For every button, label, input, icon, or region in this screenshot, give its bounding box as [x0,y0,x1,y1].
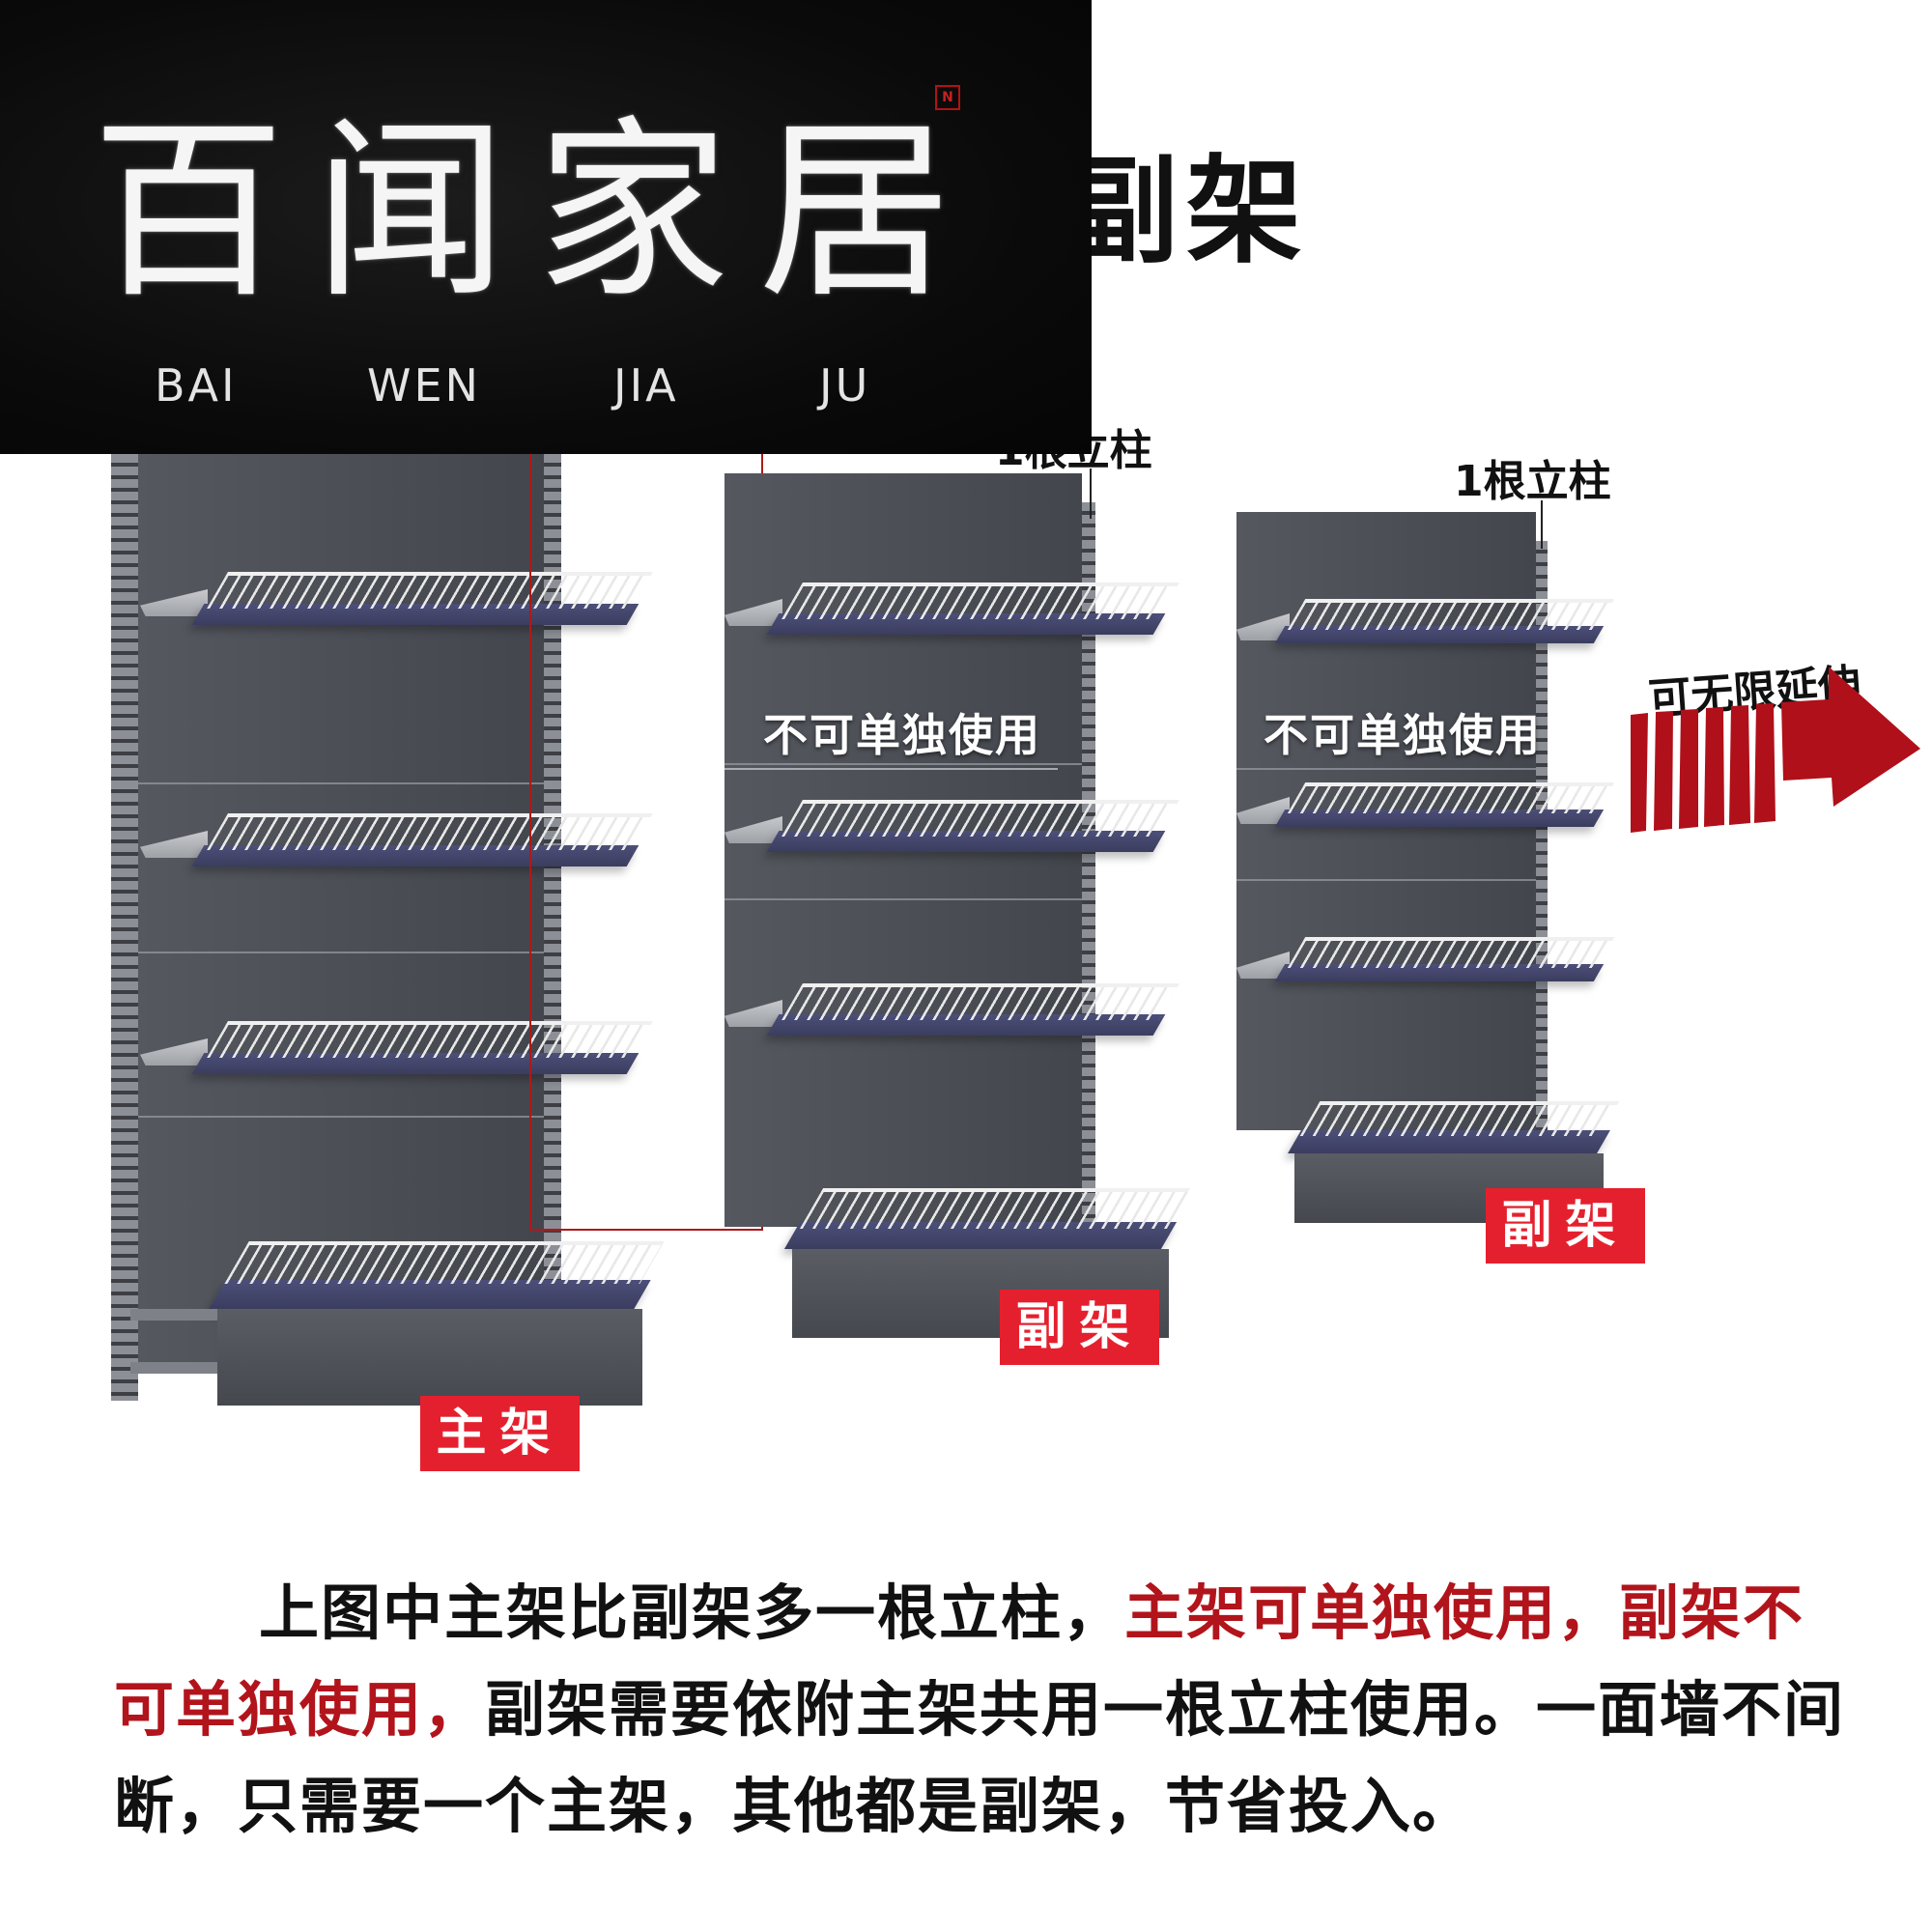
base-shelf [209,1280,651,1309]
extend-arrow-icon [1631,667,1920,833]
right-post [1536,541,1548,1169]
logo-pinyin-bai: BAI [155,359,238,412]
sub-shelf-unit-middle [724,473,1304,1401]
logo-pinyin-jia: JIA [613,359,679,412]
column-note-right: 1根立柱 [1454,457,1611,506]
main-shelf-unit [111,406,691,1497]
not-standalone-label-middle: 不可单独使用 [763,709,1041,761]
logo-chinese: 百闻家居 [92,99,981,325]
page-title: 副架 [1063,145,1310,279]
right-post [544,454,561,1372]
brand-logo: 百闻家居 BAI WEN JIA JU N [0,0,1092,454]
sub-shelf-unit-right [1236,512,1681,1285]
left-post [111,454,138,1401]
description-part-1: 上图中主架比副架多一根立柱， [259,1577,1125,1648]
sub-frame-badge-right: 副架 [1486,1188,1645,1264]
description-part-3: 副架需要依附主架共用一根立柱使用。一面墙不间断，只需要一个主架，其他都是副架，节… [114,1674,1846,1841]
main-frame-badge: 主架 [420,1396,580,1471]
product-photo: 不可单独使用 不可单独使用 主架 副架 副架 [111,406,1821,1497]
sub-frame-badge-middle: 副架 [1000,1290,1159,1365]
not-standalone-label-right: 不可单独使用 [1264,709,1542,761]
right-post [1082,502,1095,1265]
logo-mark: N [935,85,960,110]
base-kickplate [217,1309,642,1406]
logo-pinyin-wen: WEN [367,359,481,412]
description-highlight: 主架可单独使用，副架不可单独使用， [114,1577,1805,1745]
description-paragraph: 上图中主架比副架多一根立柱，主架可单独使用，副架不可单独使用，副架需要依附主架共… [114,1565,1853,1855]
logo-pinyin-ju: JU [819,359,871,412]
